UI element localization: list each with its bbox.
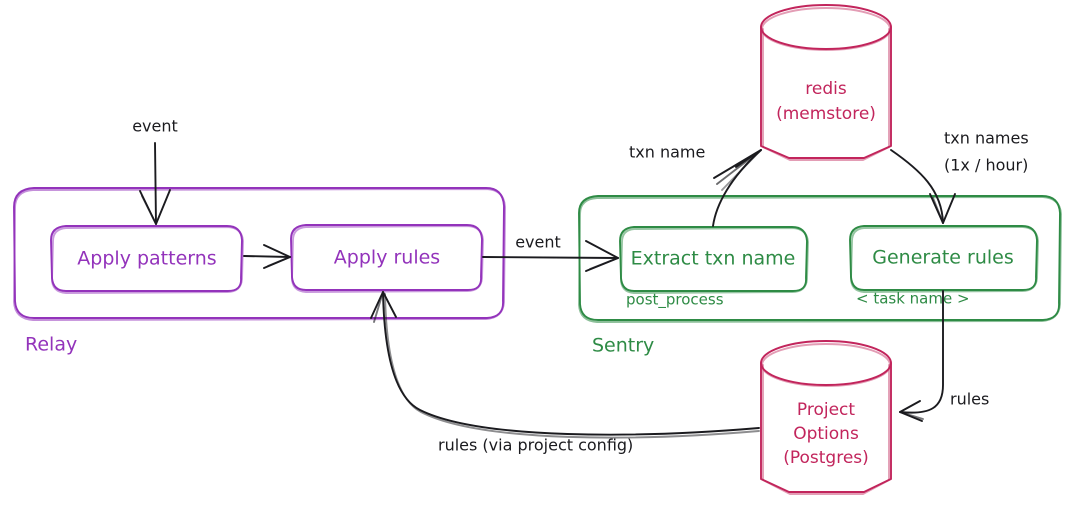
- group-relay[interactable]: Relay: [13, 187, 506, 356]
- edge-label-txn-name: txn name: [629, 143, 705, 162]
- node-label-generate-rules: Generate rules: [872, 247, 1014, 269]
- edge-label-txn-names-line1: txn names: [944, 129, 1029, 148]
- postgres-label-line2: Options: [793, 424, 859, 444]
- node-sublabel-generate-rules: < task name >: [856, 290, 970, 308]
- group-label-sentry: Sentry: [592, 335, 654, 357]
- node-extract-txn-name[interactable]: Extract txn name post_process: [619, 226, 809, 310]
- edge-txn-name-to-redis[interactable]: txn name: [629, 143, 762, 227]
- redis-label-line2: (memstore): [776, 104, 876, 124]
- edge-label-rules: rules: [950, 390, 989, 409]
- group-label-relay: Relay: [25, 334, 77, 356]
- group-sentry[interactable]: Sentry: [578, 195, 1062, 357]
- postgres-label-line1: Project: [797, 400, 855, 420]
- edge-event-in[interactable]: event: [132, 117, 178, 225]
- node-apply-rules[interactable]: Apply rules: [290, 224, 484, 293]
- node-label-apply-patterns: Apply patterns: [77, 248, 216, 270]
- edge-postgres-to-apply-rules[interactable]: rules (via project config): [370, 291, 760, 455]
- redis-cylinder-top: [760, 4, 892, 50]
- node-apply-patterns[interactable]: Apply patterns: [50, 225, 244, 294]
- node-generate-rules[interactable]: Generate rules < task name >: [849, 225, 1039, 308]
- node-label-extract-txn-name: Extract txn name: [631, 248, 796, 270]
- edge-generate-to-postgres[interactable]: rules: [899, 290, 989, 422]
- redis-label-line1: redis: [805, 79, 847, 99]
- edge-label-txn-names-line2: (1x / hour): [944, 156, 1028, 175]
- datastore-redis[interactable]: redis (memstore): [760, 4, 892, 161]
- edge-redis-to-generate[interactable]: txn names (1x / hour): [890, 129, 1029, 224]
- edge-event-to-sentry[interactable]: event: [482, 233, 619, 272]
- postgres-cylinder-top: [760, 340, 892, 386]
- edge-label-event-in: event: [132, 117, 178, 136]
- postgres-label-line3: (Postgres): [783, 448, 869, 468]
- datastore-project-options[interactable]: Project Options (Postgres): [760, 340, 892, 495]
- node-sublabel-extract-txn-name: post_process: [626, 291, 724, 310]
- edge-label-event-to-sentry: event: [515, 233, 561, 252]
- edge-patterns-to-rules[interactable]: [243, 244, 291, 269]
- edge-label-rules-via-project-config: rules (via project config): [438, 436, 633, 455]
- node-label-apply-rules: Apply rules: [334, 247, 440, 269]
